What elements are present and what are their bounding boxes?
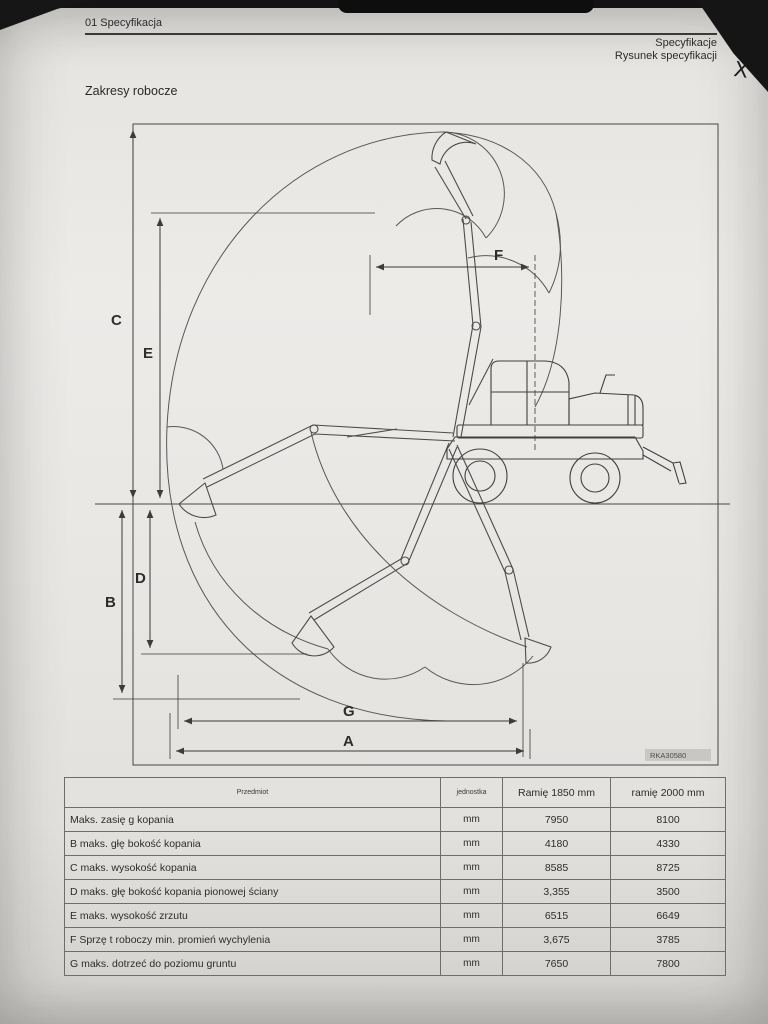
header-divider-line [85, 33, 717, 35]
cell-item: F Sprzę t roboczy min. promień wychyleni… [64, 927, 441, 952]
cell-arm-1850: 7950 [502, 807, 611, 832]
dim-label-f: F [494, 247, 503, 264]
table-row: G maks. dotrzeć do poziomu gruntu mm 765… [64, 951, 726, 976]
table-row: D maks. głę bokość kopania pionowej ścia… [64, 879, 726, 904]
excavator-drawing [446, 360, 687, 504]
cell-item: G maks. dotrzeć do poziomu gruntu [64, 951, 441, 976]
figure-ref-code: RKA30580 [650, 751, 686, 760]
col-header-unit: jednostka [440, 777, 503, 808]
cell-unit: mm [440, 879, 503, 904]
excavator-range-figure: C E B D F G A RKA30580 [95, 123, 730, 766]
dimension-lines [113, 130, 536, 759]
cell-unit: mm [440, 855, 503, 880]
table-row: C maks. wysokość kopania mm 8585 8725 [64, 855, 726, 880]
dim-label-d: D [135, 570, 146, 587]
dim-label-a: A [343, 733, 354, 750]
cell-arm-1850: 6515 [502, 903, 611, 928]
paper-sheet: 01 Specyfikacja Specyfikacje Rysunek spe… [0, 7, 768, 1024]
cell-arm-1850: 3,355 [502, 879, 611, 904]
working-envelope-curves [166, 131, 563, 722]
dimension-labels: C E B D F G A [105, 247, 503, 750]
dim-label-e: E [143, 345, 153, 362]
cell-arm-1850: 7650 [502, 951, 611, 976]
col-header-arm-2000: ramię 2000 mm [610, 777, 726, 808]
cell-item: D maks. głę bokość kopania pionowej ścia… [64, 879, 441, 904]
cell-arm-2000: 3500 [610, 879, 726, 904]
cell-arm-2000: 6649 [610, 903, 726, 928]
cell-unit: mm [440, 927, 503, 952]
cell-item: B maks. głę bokość kopania [64, 831, 441, 856]
col-header-arm-1850: Ramię 1850 mm [502, 777, 611, 808]
cell-arm-1850: 3,675 [502, 927, 611, 952]
spec-table: Przedmiot jednostka Ramię 1850 mm ramię … [64, 777, 726, 976]
cell-arm-1850: 8585 [502, 855, 611, 880]
cell-arm-2000: 3785 [610, 927, 726, 952]
table-row: Maks. zasię g kopania mm 7950 8100 [64, 807, 726, 832]
dim-label-c: C [111, 312, 122, 329]
cell-arm-2000: 4330 [610, 831, 726, 856]
dim-label-g: G [343, 703, 355, 720]
table-row: F Sprzę t roboczy min. promień wychyleni… [64, 927, 726, 952]
cell-unit: mm [440, 831, 503, 856]
cell-unit: mm [440, 951, 503, 976]
cell-item: Maks. zasię g kopania [64, 807, 441, 832]
working-range-diagram: C E B D F G A RKA30580 [95, 107, 730, 777]
cell-item: E maks. wysokość zrzutu [64, 903, 441, 928]
page-header-right: Specyfikacje Rysunek specyfikacji [615, 37, 717, 63]
spec-table-header: Przedmiot jednostka Ramię 1850 mm ramię … [64, 777, 726, 808]
cell-arm-2000: 8100 [610, 807, 726, 832]
page-header-chapter: 01 Specyfikacja [85, 17, 163, 29]
clipboard-clip [338, 0, 594, 13]
cell-arm-1850: 4180 [502, 831, 611, 856]
section-title: Zakresy robocze [85, 84, 178, 98]
col-header-item: Przedmiot [64, 777, 441, 808]
diagram-frame [95, 123, 730, 766]
cell-unit: mm [440, 903, 503, 928]
cell-unit: mm [440, 807, 503, 832]
dim-label-b: B [105, 594, 116, 611]
header-right-line1: Specyfikacje [655, 37, 717, 49]
header-right-line2: Rysunek specyfikacji [614, 50, 717, 62]
table-row: B maks. głę bokość kopania mm 4180 4330 [64, 831, 726, 856]
figure-reference: RKA30580 [645, 749, 711, 761]
cell-item: C maks. wysokość kopania [64, 855, 441, 880]
cell-arm-2000: 8725 [610, 855, 726, 880]
spec-table-body: Maks. zasię g kopania mm 7950 8100 B mak… [64, 807, 726, 976]
cell-arm-2000: 7800 [610, 951, 726, 976]
table-row: E maks. wysokość zrzutu mm 6515 6649 [64, 903, 726, 928]
boom-positions [178, 131, 552, 664]
